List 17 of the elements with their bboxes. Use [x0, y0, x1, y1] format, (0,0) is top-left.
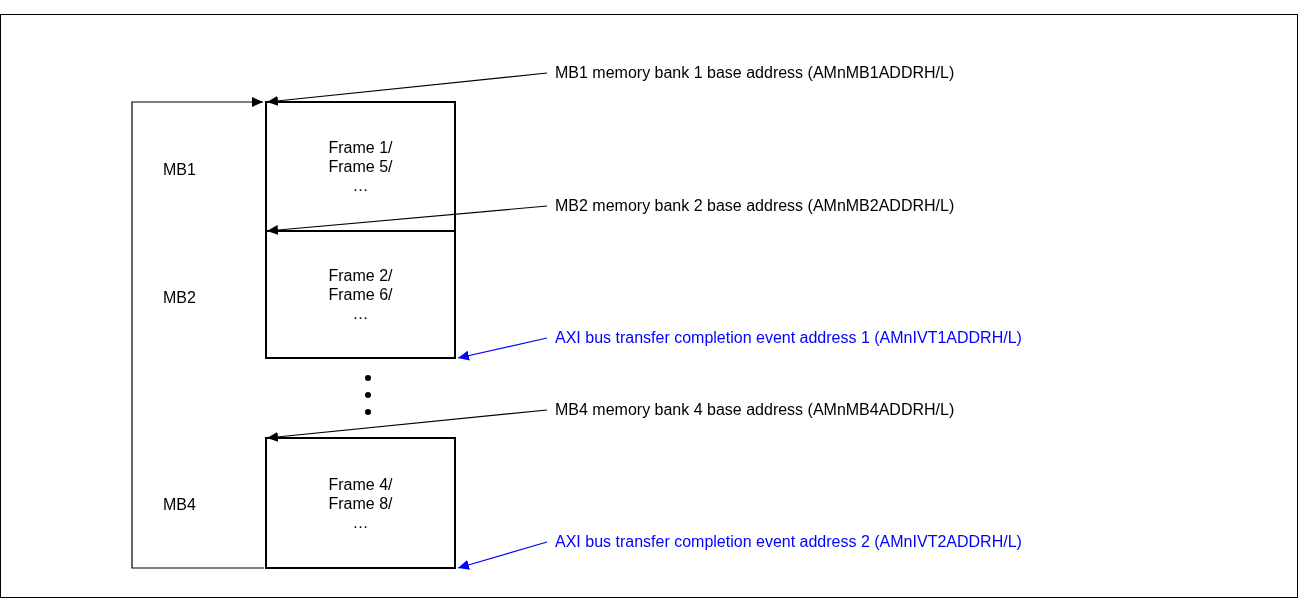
address-label: AXI bus transfer completion event address 1 (AMnIVT1ADDRH/L) — [555, 329, 1022, 347]
frame-list: Frame 2/ Frame 6/ … — [318, 266, 403, 323]
frame-list: Frame 1/ Frame 5/ … — [318, 138, 403, 195]
bank-label: MB1 — [163, 161, 196, 179]
frame-list: Frame 4/ Frame 8/ … — [318, 474, 403, 532]
memory-bank-box — [265, 437, 456, 569]
leader-arrow — [457, 337, 548, 361]
bank-label: MB2 — [163, 289, 196, 307]
loop-arrow — [131, 97, 265, 569]
address-label: MB1 memory bank 1 base address (AMnMB1ADDRH/L) — [555, 64, 955, 82]
address-label: MB4 memory bank 4 base address (AMnMB4ADDRH/L) — [555, 401, 955, 419]
address-label: MB2 memory bank 2 base address (AMnMB2ADDRH/L) — [555, 197, 955, 215]
leader-arrow — [457, 541, 548, 570]
bank-label: MB4 — [163, 496, 196, 514]
memory-bank-box — [265, 230, 456, 359]
address-label: AXI bus transfer completion event address 2 (AMnIVT2ADDRH/L) — [555, 533, 1022, 551]
memory-bank-box — [265, 101, 456, 232]
